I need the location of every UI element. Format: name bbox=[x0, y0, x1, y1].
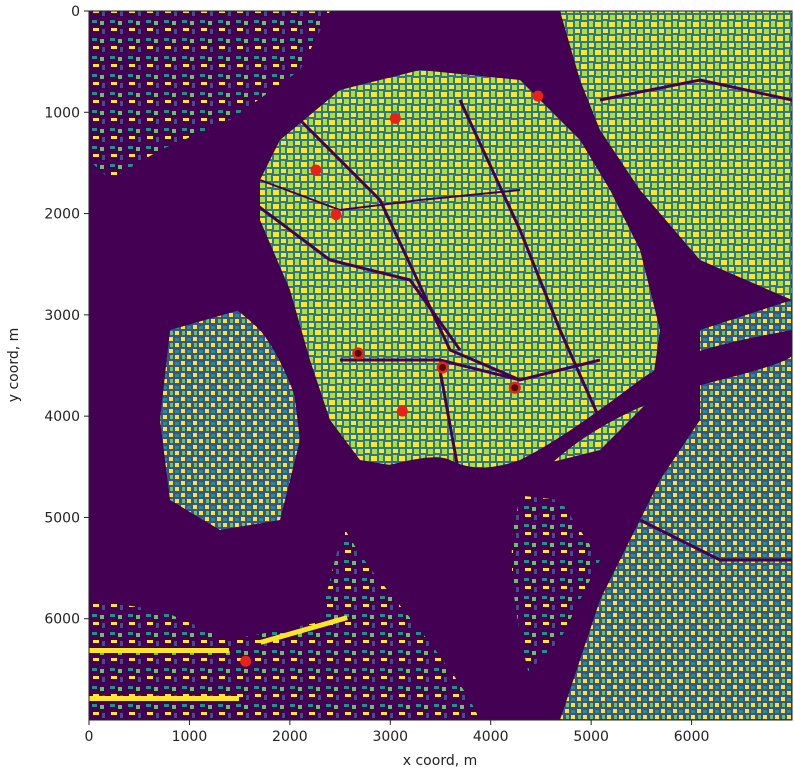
red-marker bbox=[330, 209, 342, 221]
x-tick-label: 5000 bbox=[573, 729, 609, 745]
road-8 bbox=[639, 518, 792, 562]
district-west-island bbox=[160, 310, 300, 530]
road-4 bbox=[458, 99, 602, 421]
road-2 bbox=[298, 118, 521, 382]
harbour-strip-1 bbox=[89, 648, 229, 653]
heatmap-image bbox=[89, 11, 792, 720]
road-3 bbox=[340, 358, 601, 382]
district-northwest bbox=[89, 11, 330, 180]
red-marker bbox=[532, 90, 544, 102]
dark-marker bbox=[439, 364, 447, 372]
red-marker bbox=[240, 655, 252, 667]
x-tick-label: 4000 bbox=[473, 729, 509, 745]
x-axis-label: x coord, m bbox=[403, 753, 478, 769]
markers bbox=[240, 90, 544, 667]
y-tick-label: 2000 bbox=[44, 207, 80, 223]
harbour-strip-3 bbox=[260, 615, 348, 645]
y-axis: 0 1000 2000 3000 4000 5000 6000 bbox=[44, 4, 89, 628]
y-tick-label: 1000 bbox=[44, 105, 80, 121]
red-marker bbox=[310, 164, 322, 176]
dark-marker bbox=[511, 384, 519, 392]
road-7 bbox=[599, 78, 792, 102]
district-center bbox=[260, 70, 660, 480]
x-tick-label: 2000 bbox=[272, 729, 308, 745]
x-axis: 0 1000 2000 3000 4000 5000 6000 bbox=[85, 720, 710, 745]
x-tick-label: 1000 bbox=[172, 729, 208, 745]
y-tick-label: 4000 bbox=[44, 409, 80, 425]
y-tick-label: 6000 bbox=[44, 612, 80, 628]
red-marker bbox=[389, 112, 401, 124]
plot-frame bbox=[88, 10, 793, 721]
x-tick-label: 6000 bbox=[674, 729, 710, 745]
red-marker bbox=[396, 405, 408, 417]
river bbox=[89, 198, 792, 720]
y-tick-label: 3000 bbox=[44, 308, 80, 324]
road-6 bbox=[438, 369, 472, 561]
y-tick-label: 0 bbox=[71, 4, 80, 20]
district-east bbox=[560, 300, 792, 720]
dark-marker bbox=[354, 349, 362, 357]
district-southwest bbox=[89, 600, 350, 720]
x-tick-label: 0 bbox=[85, 729, 94, 745]
harbour-strip-2 bbox=[89, 696, 239, 701]
y-axis-label: y coord, m bbox=[6, 328, 22, 403]
x-tick-label: 3000 bbox=[372, 729, 408, 745]
y-tick-label: 5000 bbox=[44, 510, 80, 526]
district-northeast bbox=[560, 11, 792, 300]
road-5 bbox=[259, 179, 521, 212]
